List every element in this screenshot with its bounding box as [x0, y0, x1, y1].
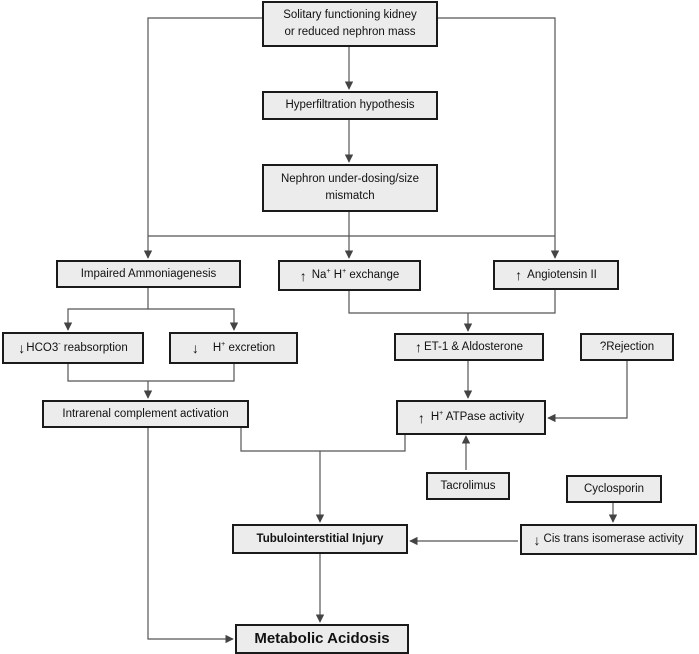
h-charge: +	[342, 268, 347, 276]
h-atpase-box: ↑ H+ ATPase activity	[396, 400, 546, 435]
na-h-exchange-box: ↑ Na+ H+ exchange	[278, 260, 421, 291]
hco3-text: HCO3	[26, 341, 59, 354]
down-arrow-icon: ↓	[18, 340, 26, 356]
cyclosporin-box: Cyclosporin	[566, 475, 662, 503]
reabsorption-text: reabsorption	[63, 341, 128, 354]
cis-trans-isomerase-label: Cis trans isomerase activity	[543, 533, 684, 546]
down-arrow-icon: ↓	[191, 340, 199, 356]
atpase-text: ATPase activity	[445, 411, 525, 424]
cis-trans-isomerase-box: ↓ Cis trans isomerase activity	[520, 524, 697, 555]
complement-box: Intrarenal complement activation	[42, 400, 249, 428]
hyperfiltration-box: Hyperfiltration hypothesis	[262, 91, 438, 120]
na-text: Na	[311, 269, 327, 282]
h-charge: +	[221, 340, 226, 348]
exchange-text: exchange	[349, 269, 400, 282]
excretion-text: excretion	[228, 341, 276, 354]
down-arrow-icon: ↓	[533, 531, 541, 548]
h-excretion-box: ↓ H+ excretion	[169, 332, 298, 364]
tubulointerstitial-injury-box: Tubulointerstitial Injury	[232, 524, 408, 554]
connector-line	[547, 361, 628, 423]
angiotensin-label: Angiotensin II	[527, 268, 597, 281]
angiotensin-box: ↑ Angiotensin II	[493, 260, 619, 290]
tacrolimus-box: Tacrolimus	[426, 472, 510, 500]
cyclosporin-label: Cyclosporin	[583, 482, 645, 495]
impaired-ammoniagenesis-label: Impaired Ammoniagenesis	[80, 267, 217, 280]
na-charge: +	[326, 268, 331, 276]
up-arrow-icon: ↑	[414, 339, 422, 355]
nephron-mismatch-line1: Nephron under-dosing/size	[280, 173, 420, 186]
rejection-box: ?Rejection	[580, 333, 674, 361]
metabolic-acidosis-box: Metabolic Acidosis	[235, 624, 409, 654]
connector-line	[240, 428, 406, 452]
complement-label: Intrarenal complement activation	[62, 407, 229, 420]
hco3-charge: -	[58, 340, 61, 348]
et1-aldosterone-label: ET-1 & Aldosterone	[423, 340, 524, 353]
connector-line	[143, 17, 262, 259]
h-text: H	[430, 411, 440, 424]
connector-line	[67, 364, 235, 382]
hco3-reabsorption-box: ↓ HCO3- reabsorption	[2, 332, 144, 364]
metabolic-acidosis-label: Metabolic Acidosis	[254, 630, 390, 648]
impaired-ammoniagenesis-box: Impaired Ammoniagenesis	[56, 260, 241, 288]
et1-aldosterone-box: ↑ ET-1 & Aldosterone	[394, 333, 544, 361]
connector-line	[147, 428, 234, 644]
h-text: H	[212, 341, 222, 354]
hyperfiltration-label: Hyperfiltration hypothesis	[285, 99, 415, 112]
hco3-reabsorption-label: HCO3- reabsorption	[26, 340, 127, 357]
solitary-kidney-box: Solitary functioning kidney or reduced n…	[262, 1, 438, 47]
up-arrow-icon: ↑	[417, 409, 425, 426]
tubulointerstitial-injury-label: Tubulointerstitial Injury	[256, 532, 384, 545]
solitary-kidney-line1: Solitary functioning kidney	[283, 9, 417, 22]
na-h-exchange-label: Na+ H+ exchange	[312, 267, 399, 284]
h-excretion-label: H+ excretion	[213, 340, 275, 357]
solitary-kidney-line2: or reduced nephron mass	[284, 26, 416, 38]
h-charge: +	[439, 410, 444, 418]
tacrolimus-label: Tacrolimus	[440, 479, 496, 492]
rejection-label: ?Rejection	[599, 340, 655, 353]
connector-line	[348, 290, 556, 314]
up-arrow-icon: ↑	[515, 267, 523, 283]
h-atpase-label: H+ ATPase activity	[431, 409, 524, 426]
connector-line	[148, 308, 239, 331]
nephron-mismatch-line2: mismatch	[325, 190, 375, 202]
up-arrow-icon: ↑	[299, 267, 307, 284]
h-text: H	[333, 269, 343, 282]
connector-line	[63, 288, 149, 331]
nephron-mismatch-box: Nephron under-dosing/size mismatch	[262, 164, 438, 212]
connector-line	[438, 17, 560, 259]
